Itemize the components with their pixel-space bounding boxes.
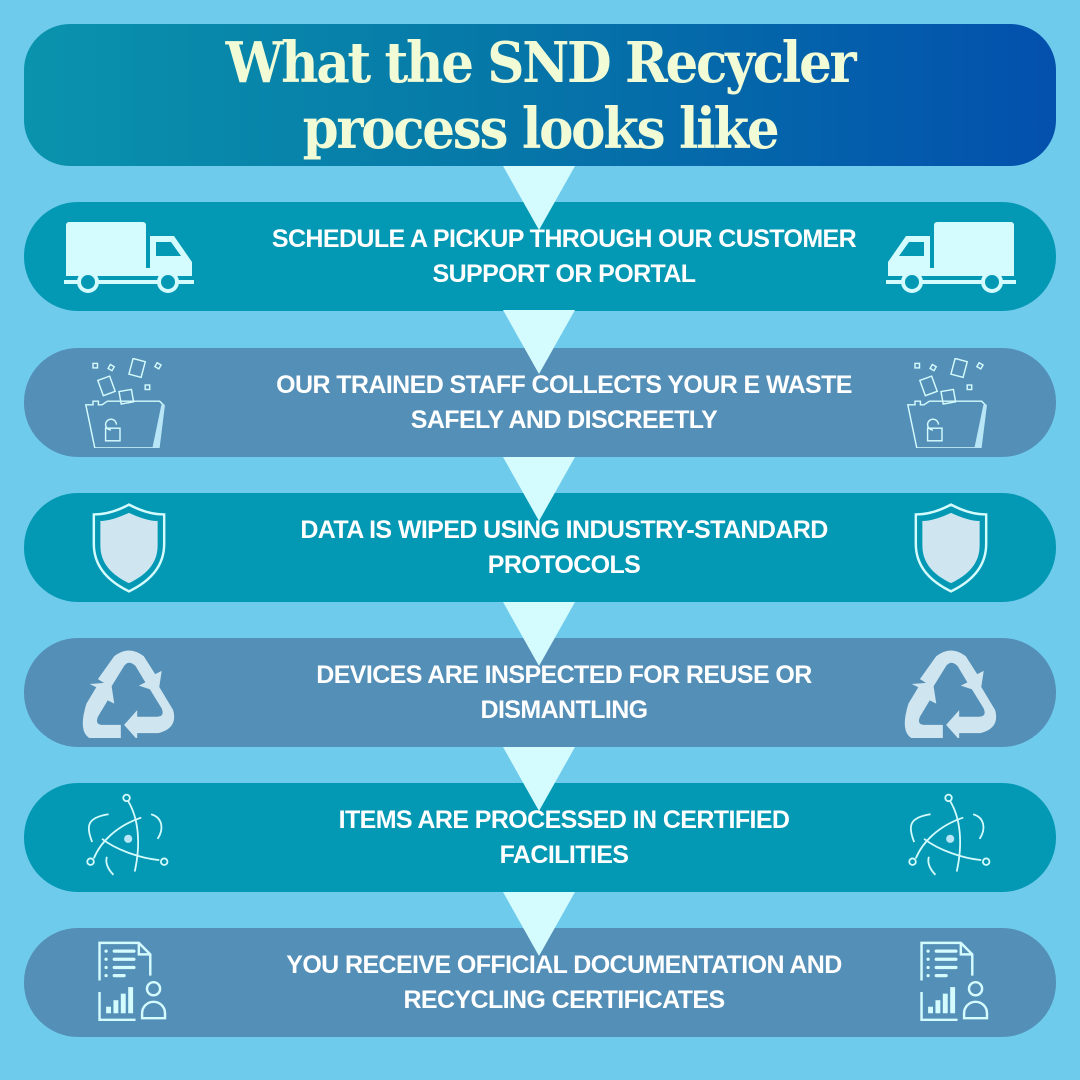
atom-icon bbox=[64, 793, 194, 883]
title-line-1: What the SND Recycler bbox=[225, 30, 857, 96]
down-arrow-icon bbox=[503, 602, 575, 666]
shield-icon bbox=[886, 503, 1016, 593]
title-banner bbox=[24, 24, 1056, 166]
down-arrow-icon bbox=[503, 892, 575, 956]
atom-icon bbox=[886, 793, 1016, 883]
report-document-icon bbox=[64, 938, 194, 1028]
down-arrow-icon bbox=[503, 747, 575, 811]
page-title: What the SND Recycler process looks like bbox=[43, 30, 1037, 162]
truck-icon bbox=[64, 212, 194, 302]
down-arrow-icon bbox=[503, 166, 575, 230]
recycle-icon bbox=[886, 648, 1016, 738]
down-arrow-icon bbox=[503, 310, 575, 374]
down-arrow-icon bbox=[503, 457, 575, 521]
title-line-2: process looks like bbox=[302, 96, 780, 162]
shield-icon bbox=[64, 503, 194, 593]
unlocked-folder-icon bbox=[64, 358, 194, 448]
unlocked-folder-icon bbox=[886, 358, 1016, 448]
truck-icon bbox=[886, 212, 1016, 302]
recycle-icon bbox=[64, 648, 194, 738]
report-document-icon bbox=[886, 938, 1016, 1028]
